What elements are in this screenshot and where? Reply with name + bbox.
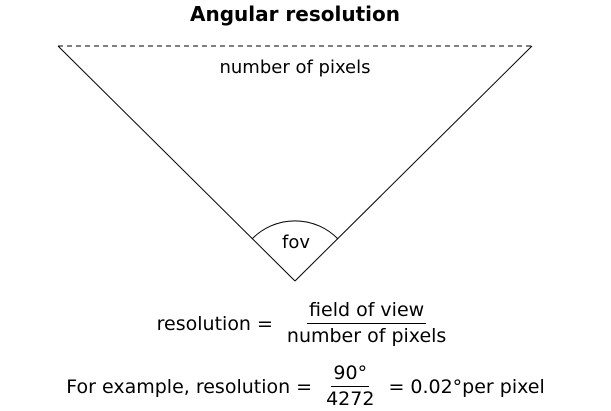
example-prefix: For example, resolution [66, 375, 291, 398]
example-denominator: 4272 [326, 388, 375, 410]
formula-denominator: number of pixels [286, 325, 447, 347]
left-view-ray [57, 45, 296, 282]
example-formula: For example, resolution = 90° 4272 = 0.0… [0, 364, 611, 409]
formula-equals: = [256, 312, 273, 335]
resolution-formula: resolution = field of view number of pix… [0, 301, 611, 346]
example-result: 0.02°per pixel [410, 375, 545, 398]
fov-arc [251, 220, 339, 240]
example-equals: = [296, 375, 313, 398]
formula-fraction: field of view number of pixels [285, 301, 448, 346]
diagram-title: Angular resolution [190, 2, 400, 26]
right-view-ray [294, 45, 533, 282]
example-fraction: 90° 4272 [324, 364, 376, 409]
example-equals-2: = [388, 375, 405, 398]
formula-numerator: field of view [307, 301, 427, 324]
fov-label: fov [282, 232, 310, 253]
example-numerator: 90° [331, 364, 370, 387]
top-label: number of pixels [219, 57, 370, 78]
formula-lhs: resolution [156, 312, 251, 335]
